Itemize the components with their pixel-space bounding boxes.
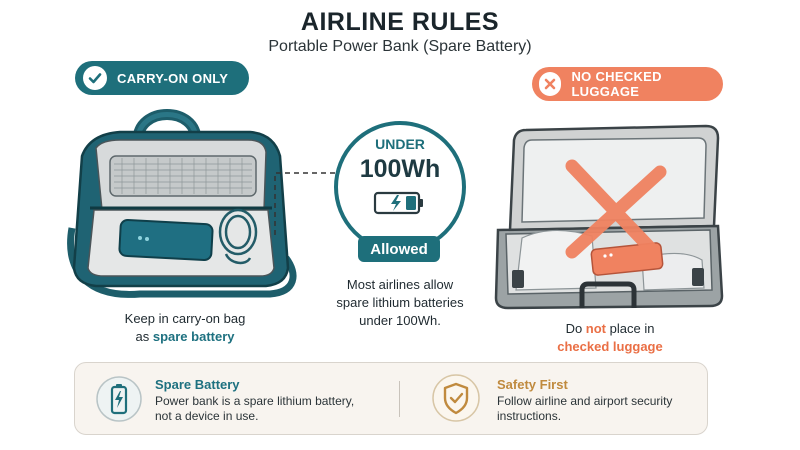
limit-caption: Most airlines allow spare lithium batter… [336,277,464,328]
checked-caption: Do not place in checked luggage [525,320,695,356]
panel-divider [399,381,400,417]
spare-battery-text: Power bank is a spare lithium battery, n… [155,394,355,423]
no-checked-badge-label: NO CHECKED LUGGAGE [571,69,662,99]
safety-first-title: Safety First [497,377,568,392]
spare-battery-title: Spare Battery [155,377,240,392]
no-checked-luggage-badge: NO CHECKED LUGGAGE [532,67,723,101]
check-icon [83,66,107,90]
wh-value: 100Wh [359,155,441,183]
carry-on-badge: CARRY-ON ONLY [75,61,249,95]
page-subtitle: Portable Power Bank (Spare Battery) [268,38,532,55]
info-panel: Spare Battery Power bank is a spare lith… [74,362,708,435]
battery-charging-icon [96,376,142,422]
close-icon [539,72,562,96]
not-highlight: not [585,321,607,336]
battery-charging-icon [373,191,423,215]
power-bank-icon [118,218,214,262]
checked-highlight: checked luggage [557,339,663,354]
dashed-connector [274,172,336,235]
cable-icon [218,208,258,265]
under-label: UNDER [375,136,425,152]
carry-on-bag-illustration [67,109,297,298]
page-title: AIRLINE RULES [300,8,500,36]
carry-on-badge-label: CARRY-ON ONLY [117,70,229,86]
allowed-badge: Allowed [358,236,440,262]
prohibited-x-icon [565,159,667,259]
checked-suitcase-illustration [494,124,724,310]
carry-on-caption: Keep in carry-on bag as spare battery [124,311,246,344]
shield-check-icon [432,374,480,422]
carry-on-highlight: spare battery [152,329,235,344]
safety-first-text: Follow airline and airport security inst… [497,394,673,423]
